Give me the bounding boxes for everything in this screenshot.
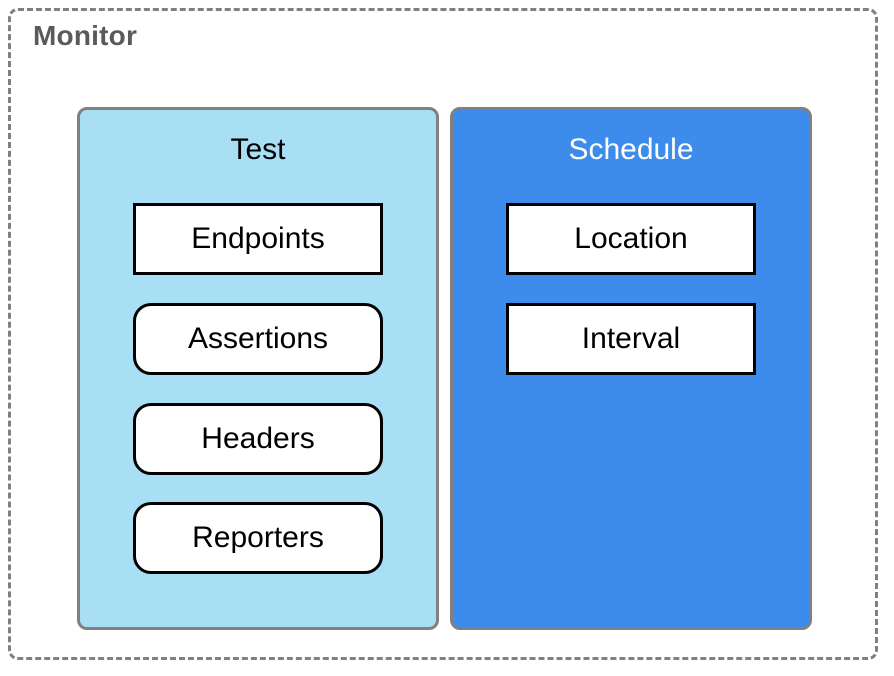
item-box-assertions[interactable]: Assertions [133, 303, 383, 375]
item-box-interval[interactable]: Interval [506, 303, 756, 375]
group-panel-test[interactable]: Test Endpoints Assertions Headers Report… [77, 107, 439, 630]
item-label-reporters: Reporters [192, 521, 324, 554]
item-label-assertions: Assertions [187, 322, 329, 355]
item-box-headers[interactable]: Headers [133, 403, 383, 475]
group-panel-schedule[interactable]: Schedule Location Interval [450, 107, 812, 630]
item-label-location: Location [574, 222, 688, 255]
group-title-test: Test [230, 133, 286, 166]
item-box-reporters[interactable]: Reporters [133, 502, 383, 574]
item-label-headers: Headers [201, 422, 315, 455]
item-label-interval: Interval [581, 322, 681, 355]
monitor-outer-frame [8, 8, 878, 660]
item-label-endpoints: Endpoints [191, 222, 325, 255]
page-title: Monitor [33, 20, 138, 51]
item-box-endpoints[interactable]: Endpoints [133, 203, 383, 275]
item-box-location[interactable]: Location [506, 203, 756, 275]
group-title-schedule: Schedule [568, 133, 694, 166]
